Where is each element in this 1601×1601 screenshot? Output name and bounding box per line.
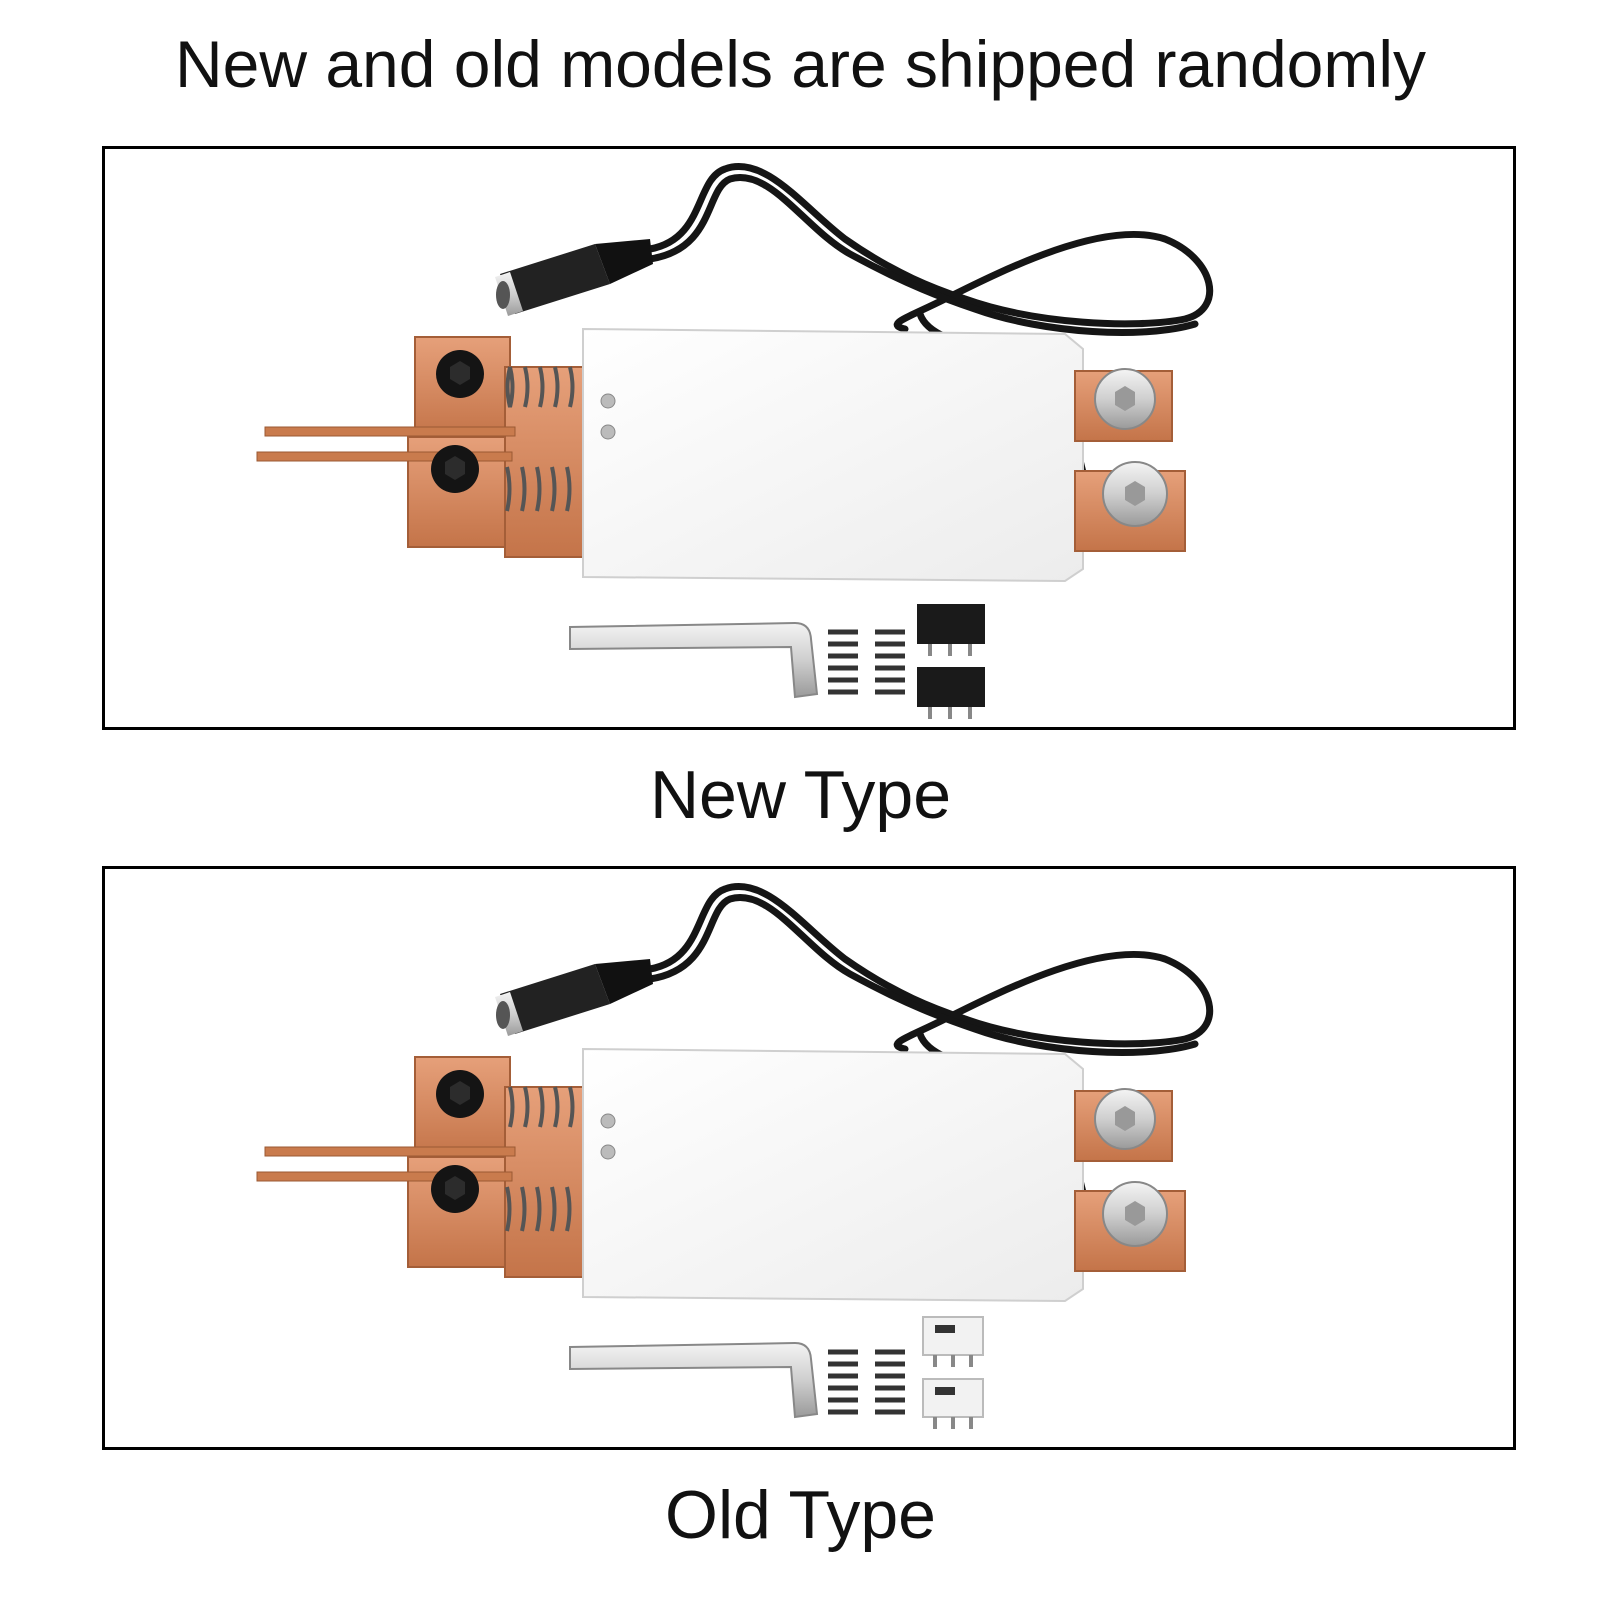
hex-key-icon — [569, 1341, 819, 1419]
product-panel-new — [102, 146, 1516, 730]
spring-icon — [828, 1349, 905, 1415]
caption-old-type: Old Type — [665, 1477, 936, 1553]
spring-icon — [828, 629, 905, 695]
product-panel-old — [102, 866, 1516, 1450]
caption-new-type: New Type — [649, 757, 952, 833]
dc-plug-icon — [495, 959, 653, 1036]
dc-plug-icon — [495, 239, 653, 316]
micro-switch-icon — [917, 604, 985, 719]
hex-key-icon — [569, 621, 819, 699]
micro-switch-icon — [922, 1316, 984, 1429]
headline: New and old models are shipped randomly — [174, 27, 1427, 101]
spot-welding-pen-icon — [256, 883, 1214, 1429]
spot-welding-pen-icon — [256, 163, 1214, 719]
